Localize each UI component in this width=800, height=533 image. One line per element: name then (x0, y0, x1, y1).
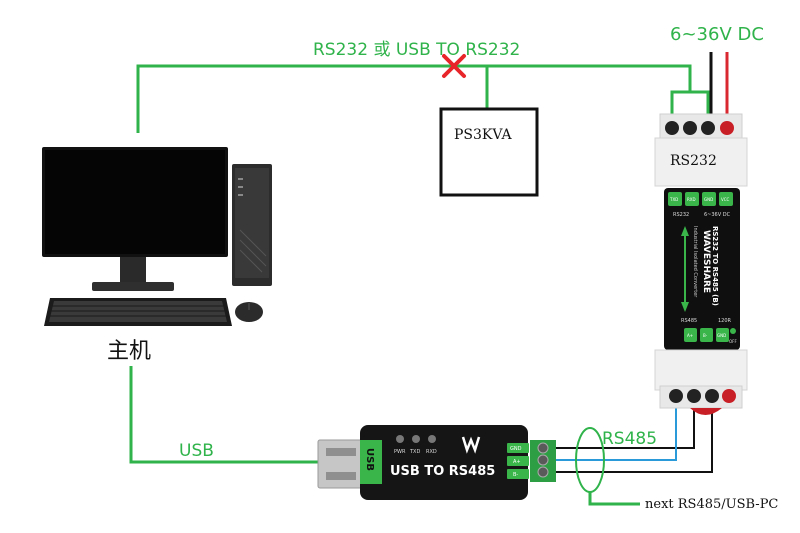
desktop-computer (42, 147, 272, 326)
rail-pin-txd: TXD (669, 197, 678, 202)
ups-label: PS3KVA (454, 127, 513, 143)
top-line-label: RS232 或 USB TO RS232 (313, 40, 520, 60)
led-txd: TXD (409, 449, 420, 455)
rail-rs485-section: RS485 (681, 318, 697, 324)
usb-label: USB (179, 441, 214, 461)
dongle-pin-labels: GND A+ B- (510, 446, 522, 478)
next-pc-label: next RS485/USB-PC (645, 497, 778, 512)
rail-resistor: 120R (718, 318, 732, 324)
rail-pin-a: A+ (687, 333, 693, 338)
rs485-black-wire (555, 396, 695, 449)
dongle-pin-a: A+ (513, 459, 521, 465)
dongle-label: USB TO RS485 (390, 464, 495, 479)
rail-bottom-pin-labels: A+ B- GND (687, 333, 726, 338)
rs232-label: RS232 (670, 153, 717, 169)
dongle-usb-tab: USB (364, 448, 375, 471)
din-converter (654, 113, 748, 415)
converter-face (664, 188, 740, 350)
usb-line (129, 366, 318, 464)
rail-brand: WAVESHARE (701, 230, 711, 293)
led-pwr: PWR (394, 449, 406, 455)
rail-top-pin-labels: TXD RXD GND VCC (669, 197, 730, 202)
next-pc-line (588, 492, 640, 506)
wires (129, 52, 729, 506)
rs485-label: RS485 (602, 429, 657, 449)
rail-rs232-section: RS232 (673, 212, 689, 218)
rs232-branch (670, 90, 710, 124)
dongle-body (360, 425, 528, 500)
rail-subtitle: Industrial Isolated Converter (692, 226, 698, 298)
rail-pin-rxd: RXD (687, 197, 696, 202)
dongle-pin-b: B- (513, 472, 518, 478)
rs485-blue-wire (555, 396, 677, 461)
disconnect-cross-icon (442, 54, 466, 78)
usb-plug (317, 439, 363, 489)
rail-vertical-text: WAVESHARE RS232 TO RS485 (B) Industrial … (692, 226, 719, 306)
rail-pin-gnd2: GND (717, 333, 726, 338)
rail-power-section: 6~36V DC (704, 212, 731, 218)
rail-pin-gnd: GND (704, 197, 713, 202)
dongle-led-labels: PWR TXD RXD (394, 449, 437, 455)
dongle-pin-gnd: GND (510, 446, 522, 452)
rail-resistor-off: OFF (729, 339, 737, 344)
keyboard (44, 298, 232, 326)
usb-dongle (317, 425, 556, 500)
rail-model: RS232 TO RS485 (B) (711, 226, 719, 306)
rail-pin-b: B- (703, 333, 708, 338)
mouse (235, 302, 263, 322)
power-label: 6~36V DC (670, 24, 764, 45)
host-label: 主机 (107, 339, 151, 364)
waveshare-logo-icon (461, 436, 481, 454)
rail-pin-vcc: VCC (721, 197, 730, 202)
led-rxd: RXD (426, 449, 437, 455)
rs485-black-wire-2 (555, 396, 713, 473)
rs232-line (136, 64, 692, 133)
ups-box (439, 107, 539, 197)
